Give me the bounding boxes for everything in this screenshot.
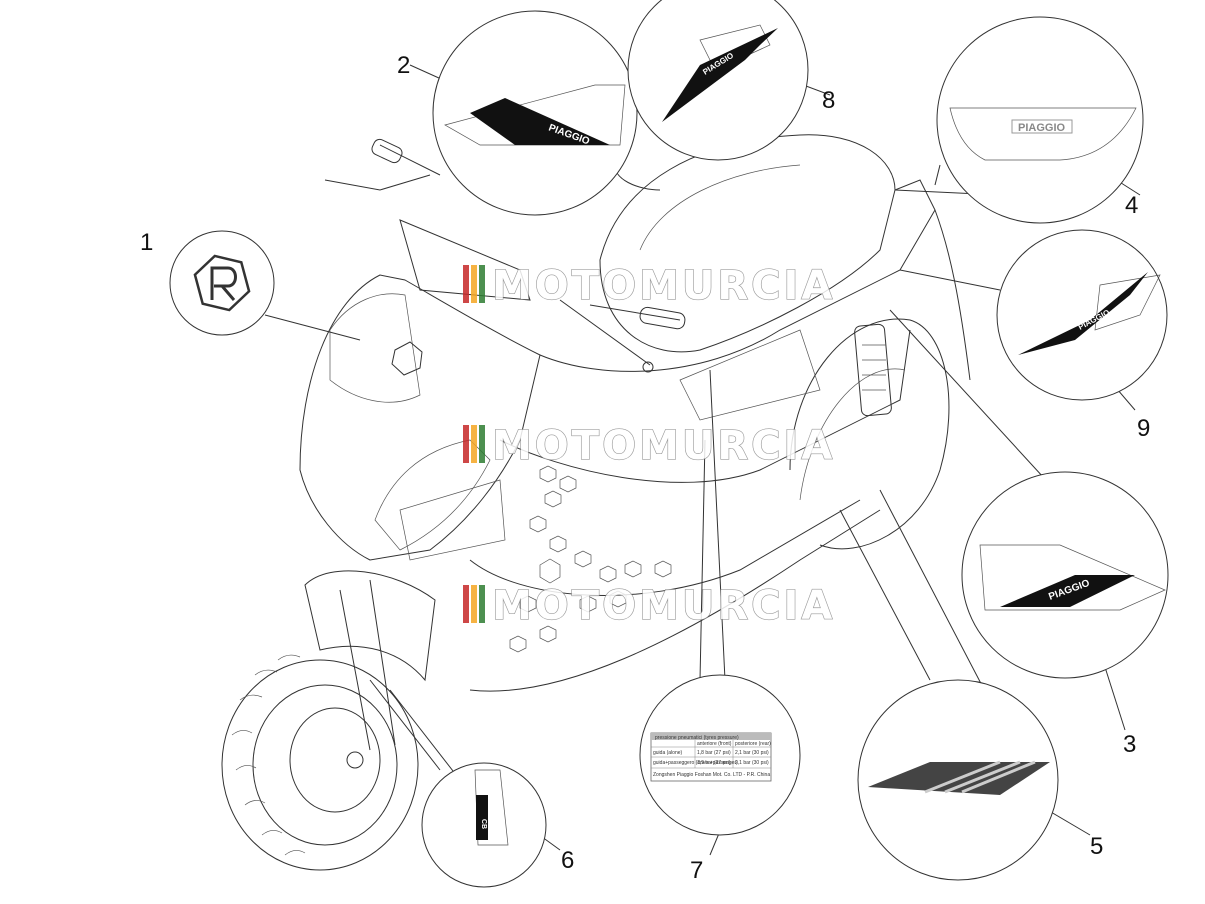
watermark-text-middle: MOTOMURCIA — [492, 423, 835, 469]
detail-circle-1 — [169, 230, 275, 336]
callout-numbers: 1 2 3 4 5 6 7 8 9 — [140, 52, 1150, 884]
detail-circle-7: pressione pneumatici (tyres pressure) an… — [639, 674, 801, 836]
callout-8: 8 — [822, 87, 835, 114]
tail-sticker-dark — [662, 28, 778, 122]
watermark-bottom: MOTOMURCIA — [463, 582, 835, 630]
callout-1: 1 — [140, 229, 153, 256]
detail-circle-9: PIAGGIO — [996, 229, 1168, 401]
tyre-label-col-front: anteriore (front) — [697, 741, 732, 747]
watermark-text-bottom: MOTOMURCIA — [492, 583, 835, 629]
sticker-brand-text-4: PIAGGIO — [1018, 122, 1066, 134]
tyre-label-row1-rear: 2,1 bar (30 psi) — [735, 750, 769, 756]
detail-circle-3: PIAGGIO — [961, 471, 1169, 679]
piaggio-emblem-icon — [193, 254, 251, 312]
tyre-label-row2-rear: 2,1 bar (30 psi) — [735, 760, 769, 766]
tyre-pressure-label: pressione pneumatici (tyres pressure) an… — [650, 732, 772, 782]
side-sticker-dark — [470, 98, 610, 145]
tyre-label-header: pressione pneumatici (tyres pressure) — [655, 735, 739, 741]
tyre-label-col-rear: posteriore (rear) — [735, 741, 771, 747]
callout-6: 6 — [561, 847, 574, 874]
scooter-drawing — [221, 134, 971, 871]
detail-circle-8: PIAGGIO — [627, 0, 809, 161]
callout-4: 4 — [1125, 192, 1138, 219]
tyre-label-row2-front: 1,9 bar (27 psi) — [697, 760, 731, 766]
fork-sticker-dark — [476, 795, 488, 840]
tyre-label-row1: guida (alone) — [653, 750, 683, 756]
detail-circle-2: PIAGGIO — [432, 10, 638, 216]
detail-circle-6: CB — [421, 762, 547, 888]
tyre-label-row1-front: 1,8 bar (27 psi) — [697, 750, 731, 756]
tyre-label-row2: guida+passeggero (driver+passenger) — [653, 760, 738, 766]
watermark-middle: MOTOMURCIA — [463, 422, 835, 470]
callout-2: 2 — [397, 52, 410, 79]
side-sticker-dark-3 — [1000, 575, 1135, 607]
detail-circle-4: PIAGGIO — [936, 16, 1144, 224]
callout-3: 3 — [1123, 731, 1136, 758]
detail-circle-5 — [857, 679, 1059, 881]
fork-sticker-text: CB — [480, 819, 487, 829]
tyre-label-footer: Zongshen Piaggio Foshan Mot. Co. LTD - P… — [653, 772, 770, 778]
callout-7: 7 — [690, 857, 703, 884]
watermark-text-top: MOTOMURCIA — [492, 263, 835, 309]
callout-5: 5 — [1090, 833, 1103, 860]
watermark-top: MOTOMURCIA — [463, 262, 835, 310]
callout-9: 9 — [1137, 415, 1150, 442]
